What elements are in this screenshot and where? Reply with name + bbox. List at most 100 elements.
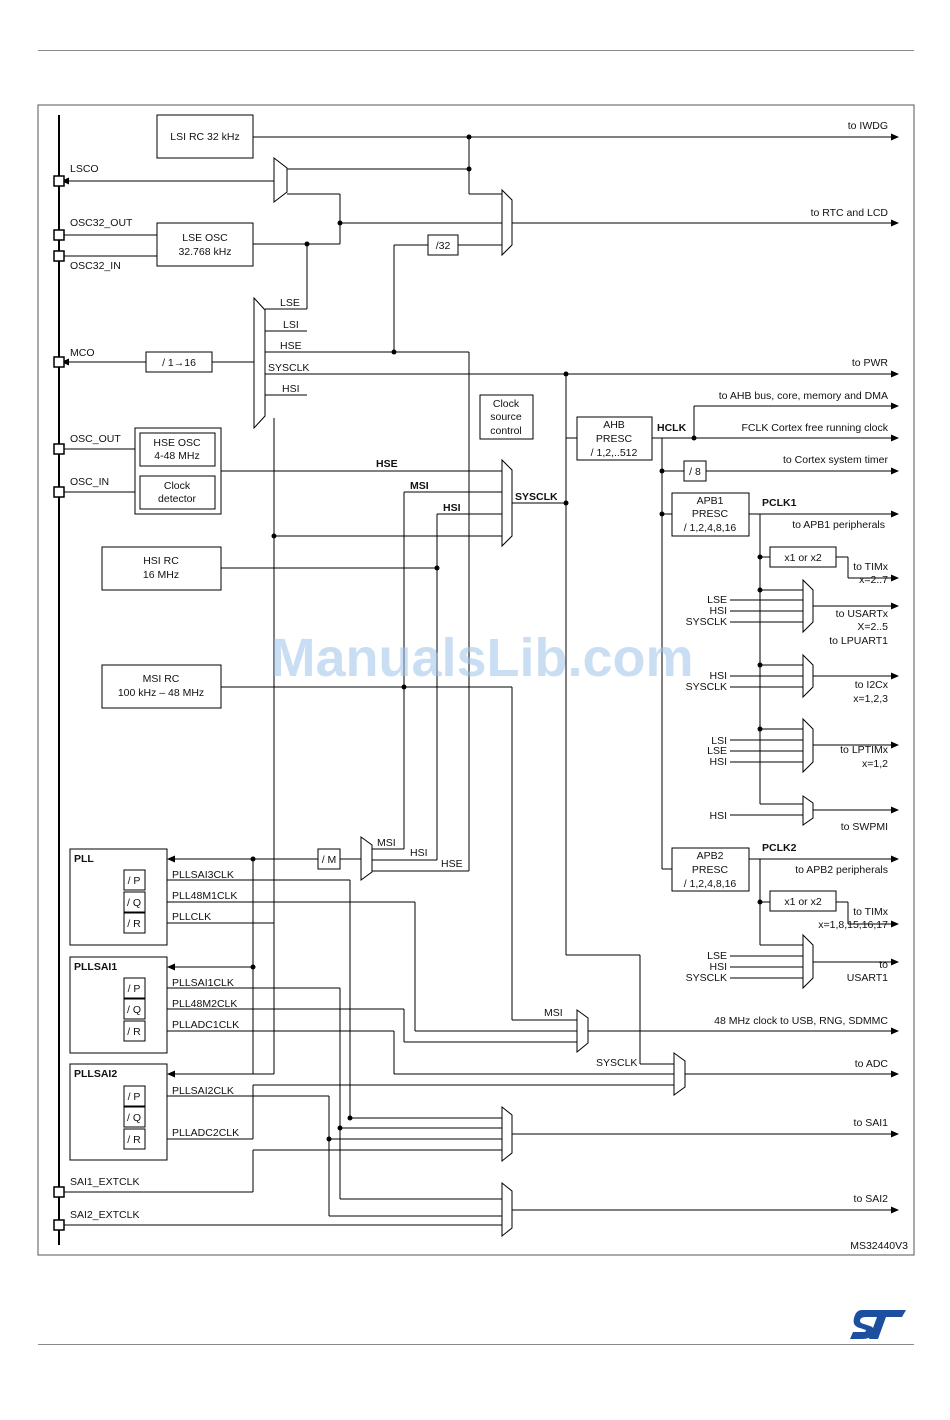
bottom-rule — [38, 1344, 914, 1345]
pllsai1-p: / P — [128, 983, 141, 995]
usart-mux — [802, 578, 814, 634]
pin-sai2-extclk: SAI2_EXTCLK — [70, 1209, 139, 1221]
ahb-presc-box — [576, 416, 653, 461]
mco-div-label: / 1→16 — [162, 357, 196, 369]
apb2-label-1: APB2 — [697, 850, 724, 862]
pll-source-mux — [360, 836, 373, 881]
pllclk-label: PLLCLK — [172, 911, 211, 923]
out-iwdg: to IWDG — [848, 120, 888, 132]
out-usart1-1: to — [879, 959, 888, 971]
sys-msi: MSI — [410, 480, 429, 492]
out-usb: 48 MHz clock to USB, RNG, SDMMC — [714, 1015, 888, 1027]
rtc-mux — [501, 188, 513, 257]
out-ahb: to AHB bus, core, memory and DMA — [719, 390, 888, 402]
watermark: ManualsLib.com — [270, 628, 693, 688]
plladc2clk-label: PLLADC2CLK — [172, 1127, 239, 1139]
st-logo — [850, 1310, 906, 1339]
multiplexers — [253, 156, 814, 1238]
pll-q: / Q — [127, 897, 141, 909]
out-fclk: FCLK Cortex free running clock — [742, 422, 889, 434]
usb-msi-label: MSI — [544, 1007, 563, 1019]
div8-box — [683, 460, 707, 482]
pllsrc-hse: HSE — [441, 858, 463, 870]
x1x2-a-label: x1 or x2 — [784, 552, 822, 564]
out-sai1: to SAI1 — [854, 1117, 889, 1129]
clock-detector-box — [139, 475, 216, 510]
pin-lsco: LSCO — [70, 163, 99, 175]
pin-sai1-extclk: SAI1_EXTCLK — [70, 1176, 139, 1188]
i2c-hsi: HSI — [709, 670, 727, 682]
lse-osc-label: LSE OSC — [182, 232, 228, 244]
top-rule — [38, 50, 914, 51]
apb2-label-2: PRESC — [692, 864, 729, 876]
pllsai1-q: / Q — [127, 1004, 141, 1016]
figure-id: MS32440V3 — [850, 1240, 908, 1252]
i2c-sysclk: SYSCLK — [686, 681, 727, 693]
out-systimer: to Cortex system timer — [783, 454, 889, 466]
lse-osc-freq: 32.768 kHz — [178, 246, 231, 258]
pllsai2-r: / R — [127, 1134, 141, 1146]
swpmi-hsi: HSI — [709, 810, 727, 822]
pllsai2-q: / Q — [127, 1112, 141, 1124]
pllsrc-hsi: HSI — [410, 847, 428, 859]
usart1-lse: LSE — [707, 950, 727, 962]
pllsai1-r: / R — [127, 1026, 141, 1038]
out-usart1-2: USART1 — [847, 972, 888, 984]
hse-osc-label: HSE OSC — [153, 437, 201, 449]
apb1-presc-box — [671, 492, 750, 537]
diagram-frame — [37, 104, 915, 1256]
junction-dots — [250, 134, 763, 1142]
hclk-label: HCLK — [657, 422, 687, 434]
out-apb2: to APB2 peripherals — [795, 864, 888, 876]
usart1-hsi: HSI — [709, 961, 727, 973]
swpmi-mux — [802, 795, 814, 826]
pin-osc32-in: OSC32_IN — [70, 260, 121, 272]
pin-osc32-out: OSC32_OUT — [70, 217, 133, 229]
apb2-presc-box — [671, 847, 750, 892]
out-pwr: to PWR — [852, 357, 889, 369]
pin-osc-out: OSC_OUT — [70, 433, 121, 445]
pll48m1clk-label: PLL48M1CLK — [172, 890, 237, 902]
ahb-label-1: AHB — [603, 419, 625, 431]
pin-osc-in: OSC_IN — [70, 476, 109, 488]
apb1-label-3: / 1,2,4,8,16 — [684, 522, 737, 534]
mco-lsi: LSI — [283, 319, 299, 331]
lse-osc-box — [156, 222, 254, 267]
hse-osc-box — [139, 432, 216, 467]
div32-box — [427, 234, 459, 256]
pll-title: PLL — [74, 853, 94, 865]
mco-hse: HSE — [280, 340, 302, 352]
pclk2-label: PCLK2 — [762, 842, 797, 854]
pllsai2-title: PLLSAI2 — [74, 1068, 117, 1080]
mco-lse: LSE — [280, 297, 300, 309]
lsi-rc-box — [156, 114, 254, 159]
usart-sysclk: SYSCLK — [686, 616, 727, 628]
out-i2c-2: x=1,2,3 — [853, 693, 888, 705]
apb2-label-3: / 1,2,4,8,16 — [684, 878, 737, 890]
out-apb1: to APB1 peripherals — [792, 519, 885, 531]
pins — [53, 175, 65, 1231]
lptim-lse: LSE — [707, 745, 727, 757]
pclk1-label: PCLK1 — [762, 497, 797, 509]
sysclk-mux — [501, 458, 513, 548]
lsco-mux — [273, 156, 288, 204]
sai1-mux — [501, 1105, 513, 1163]
pin-mco: MCO — [70, 347, 95, 359]
mco-mux — [253, 296, 266, 430]
apb1-label-1: APB1 — [697, 495, 724, 507]
out-sai2: to SAI2 — [854, 1193, 889, 1205]
mco-sysclk: SYSCLK — [268, 362, 309, 374]
ahb-label-2: PRESC — [596, 433, 633, 445]
out-tim-a2: x=2..7 — [859, 574, 888, 586]
out-usart-2: X=2..5 — [857, 621, 888, 633]
mco-hsi: HSI — [282, 383, 300, 395]
div32-label: /32 — [436, 240, 451, 252]
msi-rc-box — [101, 664, 222, 709]
div8-label: / 8 — [689, 466, 701, 478]
pll-box — [69, 848, 168, 946]
css-label-3: control — [490, 425, 522, 437]
usart1-mux — [802, 933, 814, 990]
x1x2-b-box — [769, 890, 837, 912]
pllsai1-box — [69, 956, 168, 1054]
sys-hse: HSE — [376, 458, 398, 470]
